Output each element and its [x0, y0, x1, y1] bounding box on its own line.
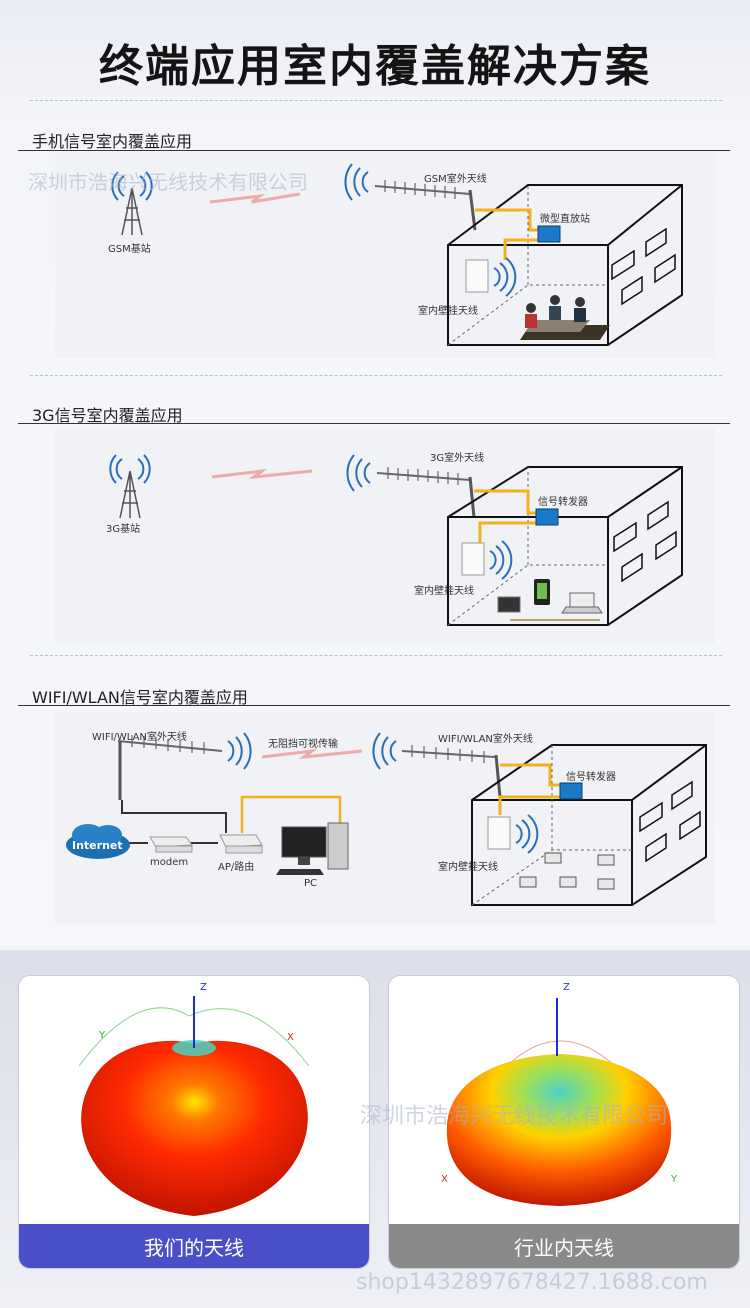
yagi-antenna-icon: [346, 454, 476, 518]
signal-repeater-label: 信号转发器: [538, 497, 588, 508]
section1-svg: [111, 163, 683, 346]
network-cable: [121, 800, 227, 833]
section2-svg: [109, 454, 683, 626]
gsm-tower-icon: [111, 171, 153, 236]
repeater-icon: [559, 782, 583, 800]
pc-icon: [276, 822, 349, 875]
building-icon: [447, 184, 683, 346]
yagi-antenna-icon: [372, 732, 502, 798]
company-watermark: 深圳市浩海兴无线技术有限公司: [28, 170, 308, 194]
building-icon: [471, 744, 707, 906]
axis-z-label: Z: [563, 982, 570, 993]
signal-link-icon: [211, 468, 313, 480]
signal-link-icon: [209, 192, 301, 204]
section3-heading: WIFI/WLAN信号室内覆盖应用: [32, 688, 248, 707]
router-icon: [219, 834, 263, 854]
our-antenna-card: Z Y X 我们的天线: [18, 975, 370, 1269]
industry-antenna-card: Z X Y 行业内天线: [388, 975, 740, 1269]
building-icon: [447, 466, 683, 626]
pc-label: PC: [304, 878, 318, 889]
indoor-antenna-icon: [487, 814, 539, 854]
gsm-outdoor-antenna-label: GSM室外天线: [424, 174, 487, 185]
3g-base-label: 3G基站: [106, 524, 141, 535]
yagi-antenna-icon: [344, 163, 477, 231]
section3-svg: [66, 732, 707, 906]
indoor-antenna-icon: [465, 257, 517, 297]
ap-router-label: AP/路由: [218, 862, 255, 873]
signal-repeater-label: 信号转发器: [566, 772, 616, 783]
section2-diagram: [55, 428, 715, 644]
axis-x-label: X: [287, 1032, 294, 1043]
wifi-left-antenna-label: WIFI/WLAN室外天线: [92, 732, 187, 743]
section1-rule: [18, 150, 730, 151]
axis-x-label: X: [441, 1174, 448, 1185]
section3-rule: [18, 705, 730, 706]
mobile-devices-icon: [497, 579, 603, 621]
repeater-icon: [537, 225, 561, 243]
page-title: 终端应用室内覆盖解决方案: [99, 41, 651, 92]
section2-heading: 3G信号室内覆盖应用: [32, 406, 183, 425]
section2-rule: [18, 423, 730, 424]
office-meeting-icon: [520, 295, 610, 340]
wifi-right-antenna-label: WIFI/WLAN室外天线: [438, 734, 533, 745]
shop-watermark: shop1432897678427.1688.com: [356, 1270, 708, 1295]
section-divider: [30, 375, 722, 376]
micro-repeater-label: 微型直放站: [540, 214, 590, 225]
indoor-antenna-label: 室内壁挂天线: [438, 862, 498, 873]
gsm-base-label: GSM基站: [108, 244, 151, 255]
axis-z-label: Z: [200, 982, 207, 993]
laptops-icon: [519, 852, 615, 890]
industry-antenna-caption: 行业内天线: [389, 1224, 739, 1268]
radiation-lobe: [81, 1040, 308, 1216]
internet-cloud-icon: [66, 824, 130, 859]
modem-icon: [149, 836, 193, 853]
indoor-antenna-label: 室内壁挂天线: [418, 306, 478, 317]
yagi-antenna-icon: [117, 732, 252, 800]
our-antenna-pattern: Z Y X: [78, 982, 310, 1216]
3g-tower-icon: [109, 454, 151, 519]
signal-link-icon: [261, 748, 363, 760]
repeater-icon: [535, 508, 559, 526]
radiation-lobe: [446, 1054, 672, 1206]
our-antenna-caption: 我们的天线: [19, 1224, 369, 1268]
industry-antenna-pattern: Z X Y: [441, 982, 678, 1206]
modem-label: modem: [150, 857, 189, 868]
internet-label: Internet: [72, 839, 123, 852]
los-link-label: 无阻挡可视传输: [268, 739, 338, 750]
indoor-antenna-icon: [461, 540, 513, 580]
section-divider: [30, 655, 722, 656]
network-cable: [240, 795, 342, 833]
3g-outdoor-antenna-label: 3G室外天线: [430, 453, 485, 464]
title-divider: [30, 100, 722, 101]
indoor-antenna-label: 室内壁挂天线: [414, 586, 474, 597]
axis-y-label: Y: [670, 1174, 678, 1185]
section1-heading: 手机信号室内覆盖应用: [32, 132, 193, 151]
axis-y-label: Y: [98, 1030, 106, 1041]
company-watermark: 深圳市浩海兴无线技术有限公司: [360, 1104, 669, 1129]
